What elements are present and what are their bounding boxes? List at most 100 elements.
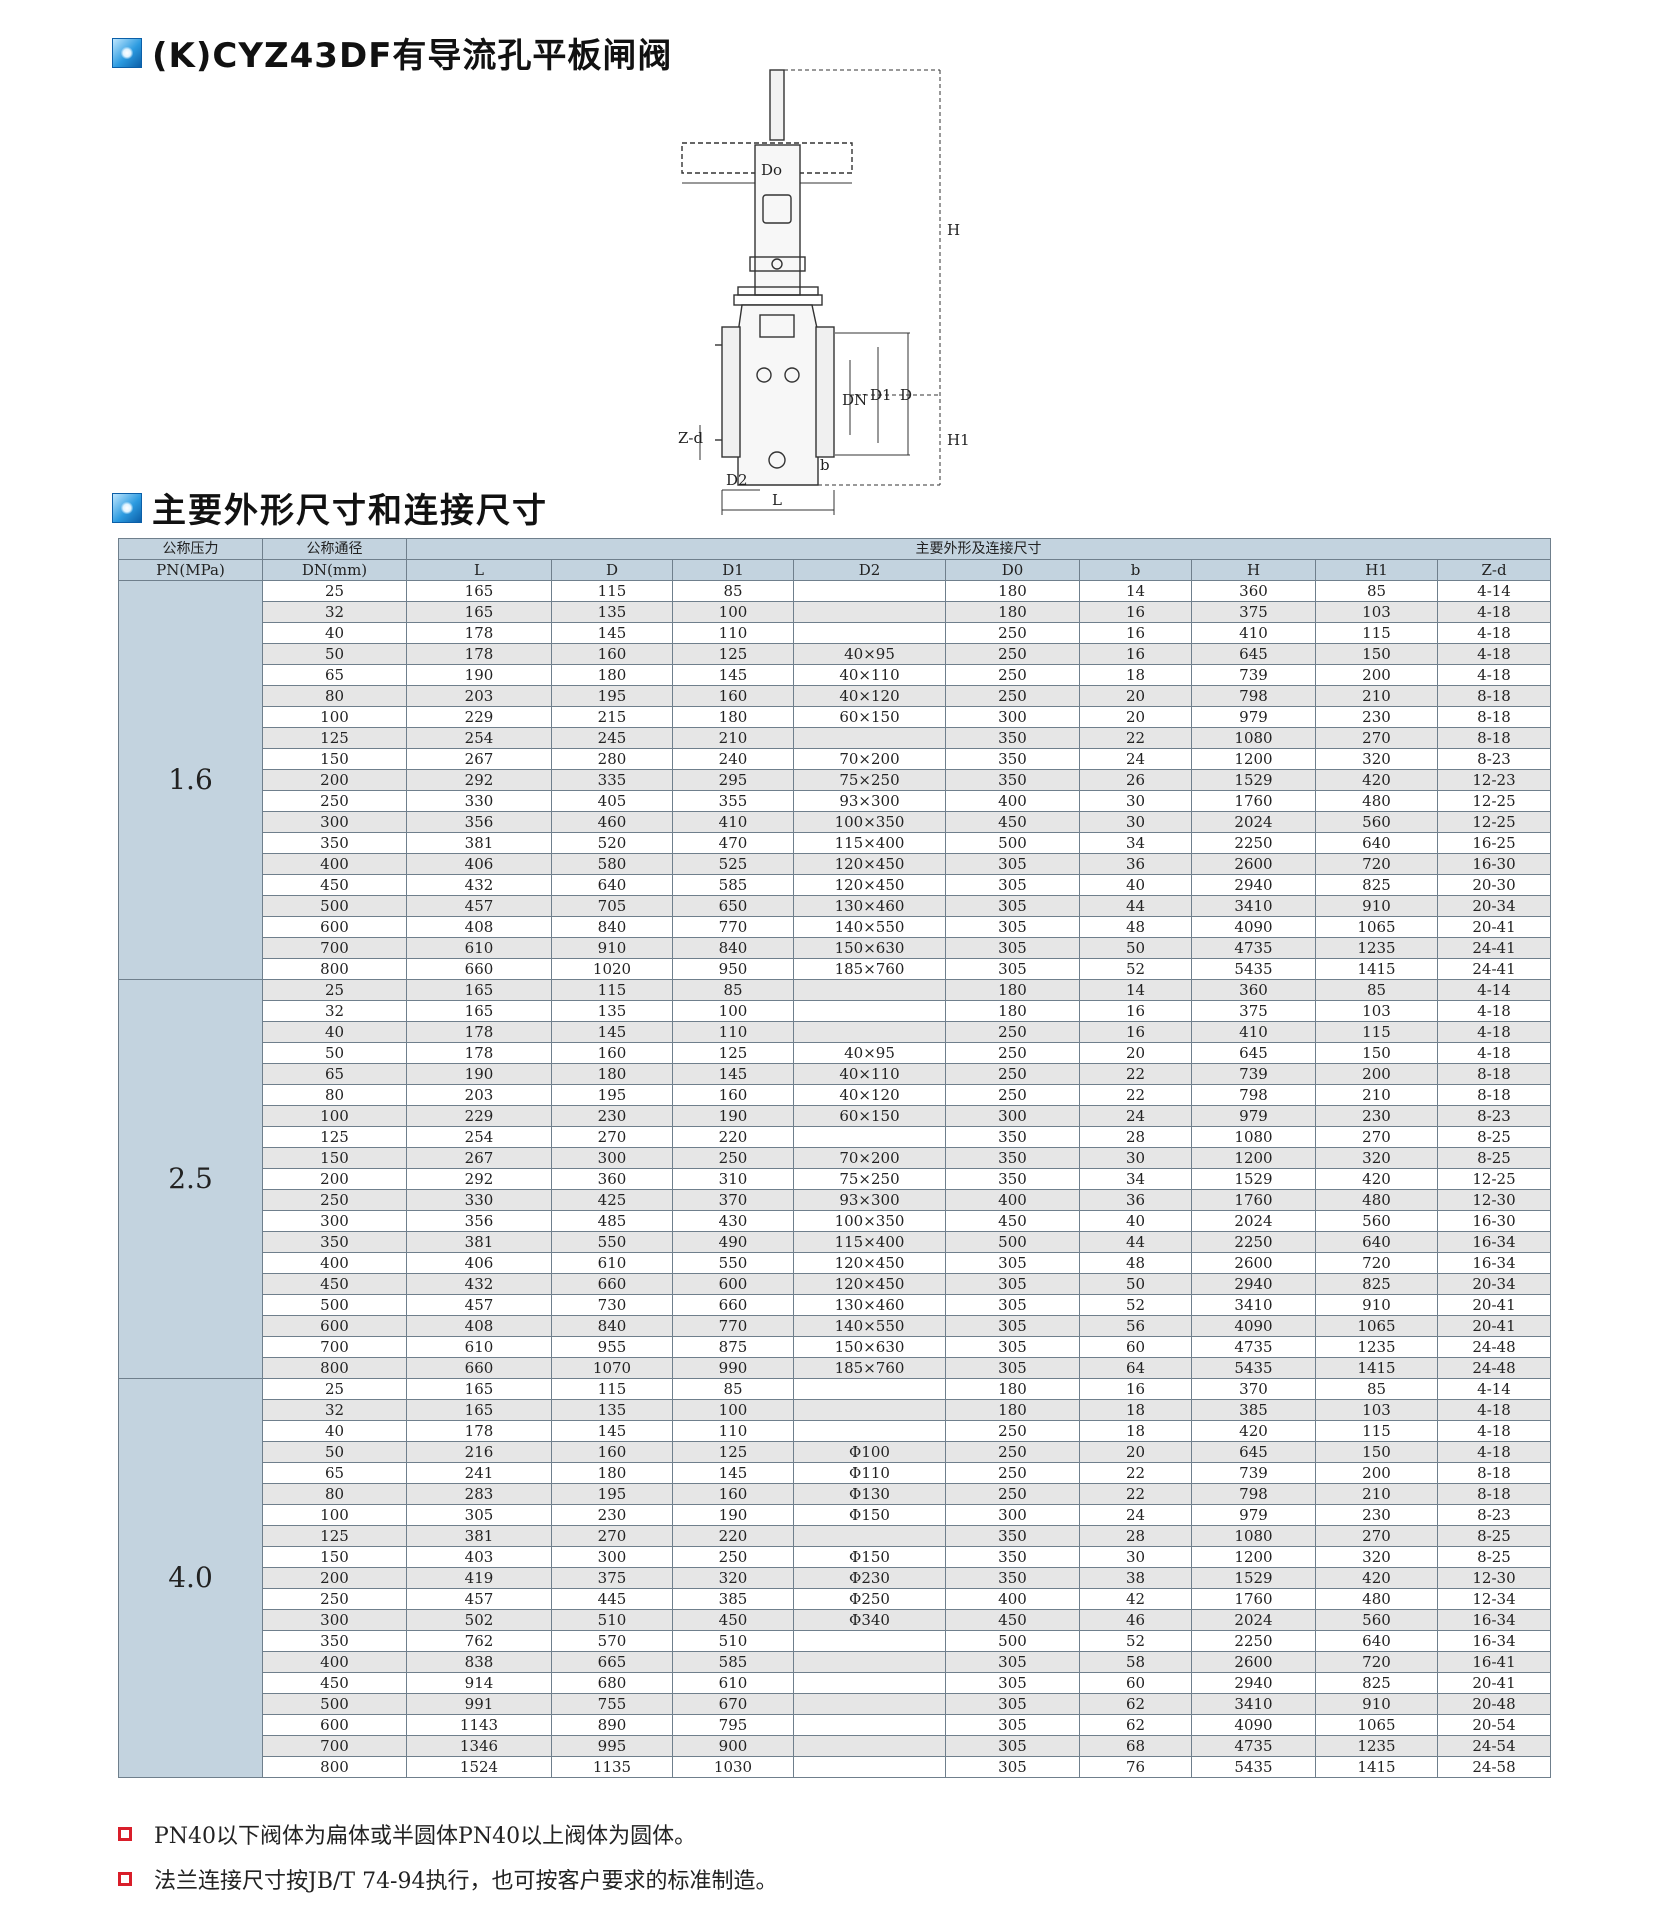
table-cell: 270: [1315, 1525, 1438, 1547]
table-cell: 1235: [1315, 937, 1438, 959]
table-cell: [793, 979, 946, 1001]
table-cell: [793, 1525, 946, 1547]
table-cell: 419: [406, 1567, 552, 1589]
table-cell: 12-25: [1436, 790, 1552, 812]
diameter-cell: 200: [262, 769, 407, 791]
table-cell: 18: [1079, 664, 1192, 686]
diameter-cell: 600: [262, 1315, 407, 1337]
table-cell: 770: [672, 1315, 794, 1337]
table-cell: 2940: [1191, 1273, 1316, 1295]
table-cell: 200: [1315, 664, 1438, 686]
table-cell: 560: [1315, 1609, 1438, 1631]
table-cell: 375: [551, 1567, 673, 1589]
table-cell: Φ250: [793, 1588, 946, 1610]
table-cell: 995: [551, 1735, 673, 1757]
table-cell: 180: [551, 1063, 673, 1085]
note-text: PN40以下阀体为扁体或半圆体PN40以上阀体为圆体。: [154, 1824, 697, 1849]
table-cell: 840: [551, 1315, 673, 1337]
table-cell: 230: [1315, 706, 1438, 728]
table-cell: 1346: [406, 1735, 552, 1757]
table-cell: 520: [551, 832, 673, 854]
table-cell: 115: [1315, 1420, 1438, 1442]
table-cell: 115: [551, 580, 673, 602]
table-cell: 1070: [551, 1357, 673, 1379]
table-cell: 178: [406, 622, 552, 644]
table-cell: 485: [551, 1210, 673, 1232]
table-cell: 40: [1079, 1210, 1192, 1232]
table-cell: 1235: [1315, 1336, 1438, 1358]
table-cell: 165: [406, 1000, 552, 1022]
table-cell: 4-14: [1436, 1378, 1552, 1400]
table-cell: 500: [945, 1630, 1080, 1652]
table-cell: 12-25: [1436, 811, 1552, 833]
table-cell: 305: [945, 895, 1080, 917]
table-cell: 292: [406, 769, 552, 791]
table-cell: 58: [1079, 1651, 1192, 1673]
table-cell: 250: [945, 622, 1080, 644]
table-cell: 75×250: [793, 1168, 946, 1190]
table-cell: 705: [551, 895, 673, 917]
table-cell: 160: [672, 685, 794, 707]
table-cell: 8-25: [1436, 1546, 1552, 1568]
table-cell: 16-30: [1436, 853, 1552, 875]
table-cell: 660: [406, 1357, 552, 1379]
note-text: 法兰连接尺寸按JB/T 74-94执行，也可按客户要求的标准制造。: [154, 1869, 778, 1894]
table-cell: 8-25: [1436, 1147, 1552, 1169]
table-cell: 16-25: [1436, 832, 1552, 854]
table-cell: 270: [1315, 727, 1438, 749]
section-title: 主要外形尺寸和连接尺寸: [112, 483, 548, 532]
diameter-cell: 800: [262, 1756, 407, 1778]
table-cell: 350: [945, 748, 1080, 770]
table-cell: [793, 1126, 946, 1148]
table-cell: 560: [1315, 811, 1438, 833]
table-cell: 320: [672, 1567, 794, 1589]
table-cell: 1415: [1315, 1357, 1438, 1379]
table-cell: 250: [945, 1042, 1080, 1064]
table-cell: 640: [1315, 832, 1438, 854]
table-cell: 48: [1079, 1252, 1192, 1274]
diameter-cell: 250: [262, 1189, 407, 1211]
table-cell: 216: [406, 1441, 552, 1463]
header-pressure: 公称压力: [118, 538, 263, 560]
table-cell: 24-48: [1436, 1336, 1552, 1358]
table-cell: 292: [406, 1168, 552, 1190]
table-cell: 115: [1315, 1021, 1438, 1043]
table-cell: 580: [551, 853, 673, 875]
table-cell: 70×200: [793, 748, 946, 770]
table-cell: Φ150: [793, 1546, 946, 1568]
table-cell: 52: [1079, 958, 1192, 980]
diameter-cell: 80: [262, 1483, 407, 1505]
table-cell: 350: [945, 1546, 1080, 1568]
table-cell: 180: [672, 706, 794, 728]
table-cell: 320: [1315, 1546, 1438, 1568]
table-cell: 420: [1315, 1567, 1438, 1589]
table-cell: 70×200: [793, 1147, 946, 1169]
table-cell: 135: [551, 1000, 673, 1022]
table-cell: 20: [1079, 1042, 1192, 1064]
table-cell: 910: [1315, 895, 1438, 917]
table-cell: [793, 1735, 946, 1757]
table-cell: 3410: [1191, 1294, 1316, 1316]
table-cell: 1200: [1191, 748, 1316, 770]
table-cell: 8-18: [1436, 1462, 1552, 1484]
table-cell: 165: [406, 1378, 552, 1400]
table-cell: 180: [945, 601, 1080, 623]
table-cell: 4-14: [1436, 979, 1552, 1001]
table-cell: 20-41: [1436, 1315, 1552, 1337]
table-cell: [793, 1420, 946, 1442]
table-cell: 20-41: [1436, 1294, 1552, 1316]
table-cell: 85: [1315, 1378, 1438, 1400]
